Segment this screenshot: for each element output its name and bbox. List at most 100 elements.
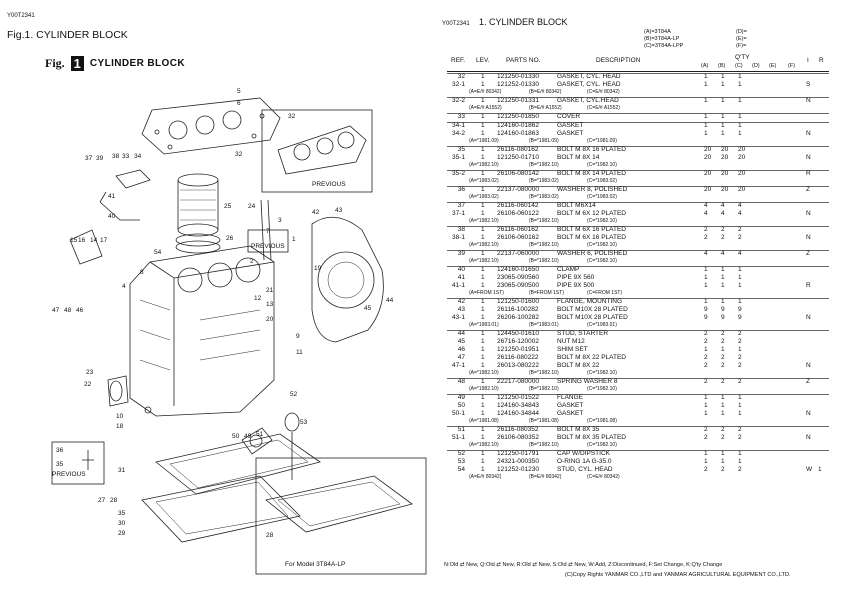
- description: BOLT M 8X 22: [557, 362, 600, 369]
- previous-box-bottom: [51, 441, 105, 485]
- row-divider: [447, 329, 829, 331]
- part-number: 121250-01951: [497, 346, 539, 353]
- ref-number: 32-1: [451, 81, 465, 88]
- mounting-flange-drawing: [311, 216, 384, 343]
- part-number: 121252-01330: [497, 81, 539, 88]
- note-b: (B=*1982.10): [529, 218, 559, 224]
- qty-c: 2: [738, 378, 742, 385]
- row-divider: [447, 121, 829, 123]
- level: 1: [481, 314, 485, 321]
- note-a: (A=*1981.09): [469, 138, 499, 144]
- callout-25: 25: [224, 203, 232, 210]
- ref-number: 54: [457, 466, 465, 473]
- row-divider: [447, 145, 829, 147]
- callout-28: 28: [110, 497, 118, 504]
- level: 1: [481, 354, 485, 361]
- qty-b: 2: [721, 362, 725, 369]
- qty-c: 1: [738, 130, 742, 137]
- callout-7: 7: [266, 228, 270, 235]
- part-number: 124160-01650: [497, 266, 539, 273]
- qty-c: 4: [738, 250, 742, 257]
- level: 1: [481, 81, 485, 88]
- serial-note-row: (A=E/# 80342)(B=E/# 80342)(C=E/# 80342): [0, 89, 842, 96]
- callout-39: 39: [96, 155, 104, 162]
- note-b: (B=E/# 80342): [529, 474, 562, 480]
- qty-a: 1: [704, 97, 708, 104]
- qty-a: 1: [704, 282, 708, 289]
- callout-41: 41: [108, 193, 116, 200]
- note-c: (C=E/# A1552): [587, 105, 620, 111]
- model-legend: (A)=3T84A(D)= (B)=3T84A-LP(E)= (C)=3T84A…: [644, 29, 747, 50]
- callout-18: 18: [116, 423, 124, 430]
- qty-a: 2: [704, 226, 708, 233]
- callout-50: 50: [232, 433, 240, 440]
- level: 1: [481, 226, 485, 233]
- callout-32b: 32: [235, 151, 243, 158]
- head-gasket-drawing: [141, 97, 281, 155]
- qty-c: 1: [738, 410, 742, 417]
- part-number: 26106-080352: [497, 434, 539, 441]
- serial-note-row: (A=E/# 80342)(B=E/# 80342)(C=E/# 80342): [0, 474, 842, 481]
- serial-note-row: (A=*1982.10)(B=*1982.10)(C=*1982.10): [0, 258, 842, 265]
- qty-a: 1: [704, 266, 708, 273]
- description: SPRING WASHER 8: [557, 378, 618, 385]
- part-number: 121250-01331: [497, 97, 539, 104]
- qty-c: 2: [738, 466, 742, 473]
- callout-15: 15: [70, 237, 78, 244]
- callout-45: 45: [364, 305, 372, 312]
- qty-b: 1: [721, 450, 725, 457]
- description: BOLT M 6X 12 PLATED: [557, 210, 626, 217]
- callout-6: 6: [237, 100, 241, 107]
- level: 1: [481, 458, 485, 465]
- ref-number: 49: [457, 394, 465, 401]
- interchange-code: N: [806, 434, 811, 441]
- qty-c: 9: [738, 314, 742, 321]
- qty-c: 1: [738, 346, 742, 353]
- qty-a: 20: [704, 186, 712, 193]
- row-divider: [447, 225, 829, 227]
- callout-32a: 32: [288, 113, 296, 120]
- qty-c: 4: [738, 210, 742, 217]
- serial-note-row: (A=*1981.08)(B=*1981.08)(C=*1981.08): [0, 418, 842, 425]
- callout-14: 14: [90, 237, 98, 244]
- previous-box-small: [247, 229, 289, 253]
- callout-9: 9: [296, 333, 300, 340]
- qty-b: 20: [721, 146, 729, 153]
- callout-11: 11: [296, 349, 303, 356]
- callout-26: 26: [226, 235, 234, 242]
- note-c: (C=*1982.10): [587, 442, 617, 448]
- row-divider: [447, 185, 829, 187]
- qty-a: 2: [704, 378, 708, 385]
- callout-31: 31: [118, 467, 126, 474]
- row-divider: [447, 393, 829, 395]
- qty-c: 1: [738, 458, 742, 465]
- callout-numbers: 5 6 32 32 37 39 38 33 34 40 41 25 24 3 7…: [52, 88, 394, 539]
- qty-a: 1: [704, 130, 708, 137]
- qty-c: 1: [738, 450, 742, 457]
- description: FLANGE, MOUNTING: [557, 298, 623, 305]
- part-number: 121250-01522: [497, 394, 539, 401]
- ref-number: 44: [457, 330, 465, 337]
- callout-35b: 35: [56, 461, 64, 468]
- note-a: (A=*1982.10): [469, 442, 499, 448]
- callout-3: 3: [278, 217, 282, 224]
- serial-note-row: (A=*1982.10)(B=*1982.10)(C=*1982.10): [0, 242, 842, 249]
- part-number: 124160-34844: [497, 410, 539, 417]
- serial-note-row: (A=*1983.02)(B=*1983.02)(C=*1983.02): [0, 194, 842, 201]
- level: 1: [481, 426, 485, 433]
- row-divider: [447, 377, 829, 379]
- note-c: (C=*1981.09): [587, 138, 617, 144]
- ref-number: 37-1: [451, 210, 465, 217]
- part-number: 26206-100282: [497, 314, 539, 321]
- note-a: (A=FROM 1ST): [469, 290, 504, 296]
- change-legend: N:Old ⇄ New, Q:Old ⇄ New, R:Old ⇄ New, S…: [444, 562, 723, 568]
- note-b: (B=*1982.10): [529, 386, 559, 392]
- serial-note-row: (A=FROM 1ST)(B=FROM 1ST)(C=FROM 1ST): [0, 290, 842, 297]
- level: 1: [481, 234, 485, 241]
- qty-c: 2: [738, 354, 742, 361]
